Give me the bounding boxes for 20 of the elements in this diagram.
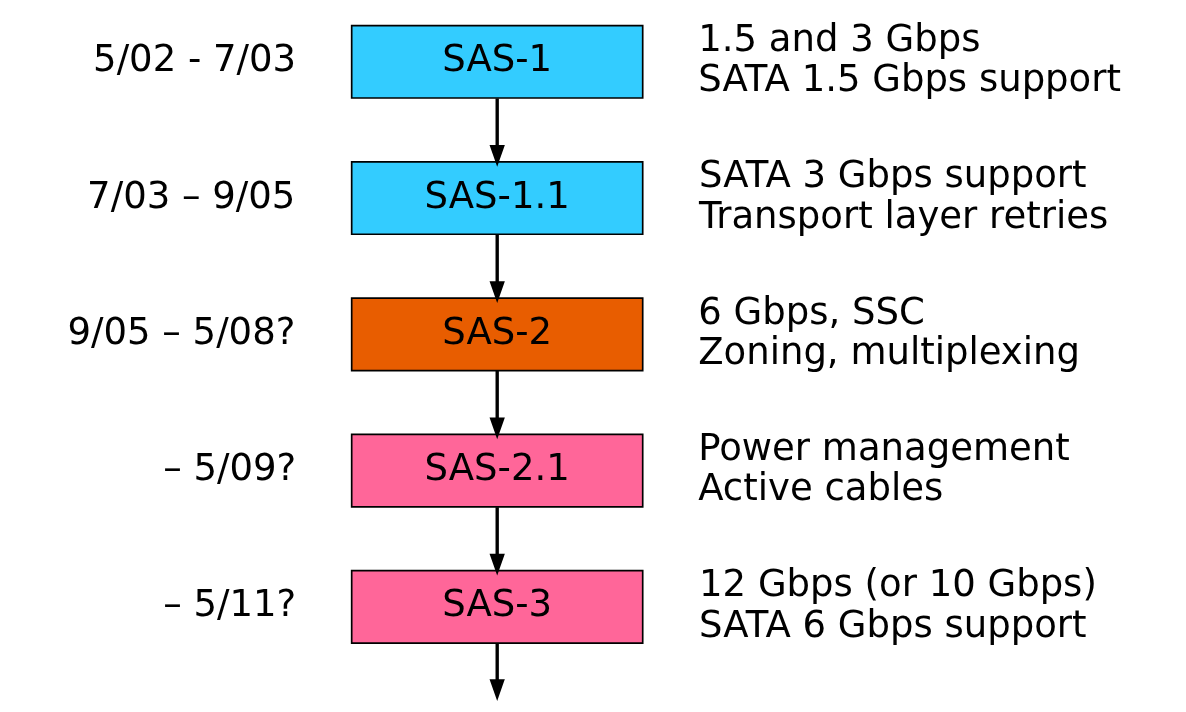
node-label: 1.5 and 3 Gbps bbox=[697, 17, 980, 61]
arrow bbox=[489, 234, 505, 304]
arrow bbox=[489, 507, 505, 576]
node-box: SAS-1 bbox=[350, 24, 644, 99]
node-label: 9/05 – 5/08? bbox=[66, 309, 295, 353]
arrow bbox=[489, 370, 505, 440]
node-label: 12 Gbps (or 10 Gbps) bbox=[698, 562, 1097, 606]
node-box: SAS-3 bbox=[350, 569, 644, 644]
node-label: 6 Gbps, SSC bbox=[697, 289, 925, 333]
node-box: SAS-1.1 bbox=[350, 161, 644, 236]
arrow bbox=[489, 643, 505, 702]
node-label: 7/03 – 9/05 bbox=[86, 173, 295, 217]
node-box: SAS-2.1 bbox=[350, 433, 644, 508]
node-label: 5/02 - 7/03 bbox=[92, 37, 296, 81]
node-label: SATA 3 Gbps support bbox=[698, 153, 1087, 197]
node-label: Power management bbox=[697, 425, 1070, 469]
node-box: SAS-2 bbox=[350, 297, 644, 372]
node-label: – 5/11? bbox=[162, 582, 296, 626]
node-label: – 5/09? bbox=[162, 446, 296, 490]
arrow bbox=[489, 98, 505, 167]
